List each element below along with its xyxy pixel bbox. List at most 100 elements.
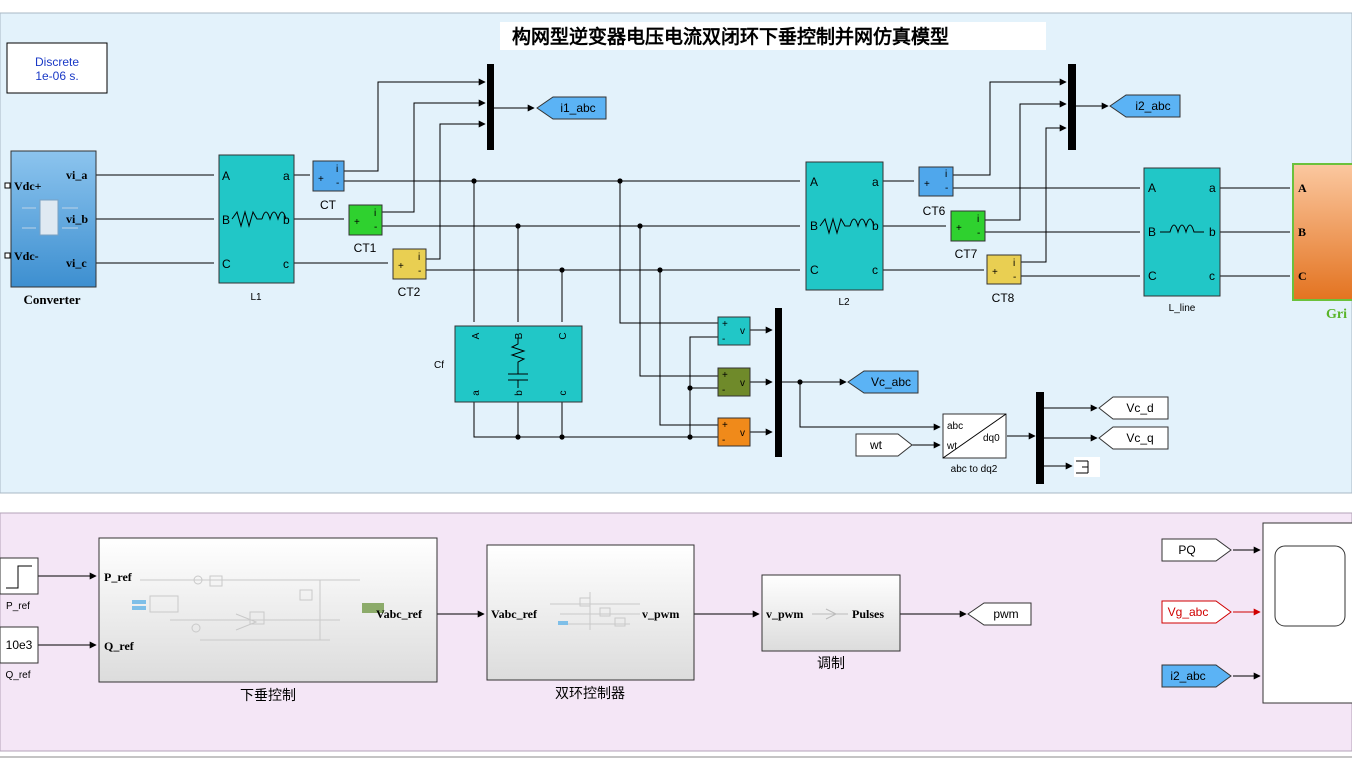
ct-minus: - [336,178,339,189]
l2-block[interactable]: A B C a b c L2 [805,161,884,308]
ct2-plus: + [398,261,404,272]
cf-port-b: b [514,390,525,396]
powergui-block[interactable]: Discrete 1e-06 s. [6,42,108,94]
grid-block[interactable]: A B C Gri [1292,163,1352,322]
dual-loop-name: 双环控制器 [555,686,625,702]
dual-loop-in: Vabc_ref [491,607,538,621]
converter-block[interactable]: Vdc+ Vdc- vi_a vi_b vi_c Converter [4,150,97,307]
vmb-v: v [740,378,745,389]
from-vg-abc-label: Vg_abc [1168,605,1209,619]
l2-port-a: a [872,175,879,189]
from-pq[interactable]: PQ [1161,538,1232,562]
from-i2-abc[interactable]: i2_abc [1161,664,1232,688]
powergui-line1: Discrete [35,55,79,69]
grid-port-B: B [1298,225,1306,239]
abcdq-out: dq0 [983,433,1000,444]
goto-i1-abc[interactable]: i1_abc [536,96,607,120]
ct7-name: CT7 [955,247,978,261]
l2-name: L2 [838,297,850,308]
vmc-minus: - [722,435,725,446]
ct1-sensor[interactable]: + i - CT1 [348,204,383,255]
mux-i1[interactable] [487,64,494,150]
ct2-sensor[interactable]: + i - CT2 [392,248,427,299]
goto-vc-d[interactable]: Vc_d [1098,396,1169,420]
lline-port-a: a [1209,181,1216,195]
l1-port-B: B [222,213,230,227]
ct8-sensor[interactable]: + i - CT8 [986,254,1022,305]
q-ref-constant-block[interactable]: 10e3 Q_ref [0,626,39,681]
l2-port-A: A [810,175,818,189]
lline-port-C: C [1148,269,1157,283]
converter-port-vib: vi_b [66,212,88,226]
goto-pwm[interactable]: pwm [967,602,1032,626]
l1-port-b: b [283,213,290,227]
abcdq-in-abc: abc [947,421,963,432]
goto-i2-abc-label: i2_abc [1135,99,1170,113]
vmb-plus: + [722,370,728,381]
droop-out: Vabc_ref [376,607,423,621]
voltage-meas-b[interactable]: + - v [717,367,751,397]
ct6-sensor[interactable]: + i - CT6 [918,166,954,218]
cf-port-c: c [558,391,569,396]
cf-port-A: A [471,332,482,339]
demux-dq[interactable] [1036,392,1044,484]
ct-plus: + [318,174,324,185]
dual-loop-out: v_pwm [642,607,679,621]
from-pq-label: PQ [1178,543,1195,557]
model-title: 构网型逆变器电压电流双闭环下垂控制并网仿真模型 [512,25,949,48]
ct2-i: i [418,252,420,263]
goto-vc-abc[interactable]: Vc_abc [847,370,919,394]
droop-control-subsystem[interactable]: P_ref Q_ref Vabc_ref 下垂控制 [98,537,438,704]
ct1-i: i [374,208,376,219]
mux-vc[interactable] [775,308,782,457]
l-line-block[interactable]: A B C a b c L_line [1143,167,1221,314]
p-ref-block-name: P_ref [6,601,30,612]
ct-name: CT [320,198,337,212]
ct2-name: CT2 [398,285,421,299]
vma-plus: + [722,319,728,330]
ct-sensor[interactable]: + i - CT [312,160,345,212]
abc-to-dq-block[interactable]: abc wt dq0 abc to dq2 [942,413,1007,475]
ct6-plus: + [924,179,930,190]
ct7-plus: + [956,223,962,234]
goto-vc-q[interactable]: Vc_q [1098,426,1169,450]
grid-port-C: C [1298,269,1307,283]
converter-port-vdcp: Vdc+ [14,179,42,193]
goto-vc-q-label: Vc_q [1126,431,1153,445]
cf-block[interactable]: A B C a b c Cf [434,325,583,403]
droop-name: 下垂控制 [240,688,296,704]
q-ref-value: 10e3 [6,638,33,652]
voltage-meas-c[interactable]: + - v [717,417,751,447]
ct7-sensor[interactable]: + i - CT7 [950,210,986,261]
l1-block[interactable]: A B C a b c L1 [218,154,295,303]
control-wires [38,546,1261,680]
lline-port-B: B [1148,225,1156,239]
modulation-out: Pulses [852,607,884,621]
from-wt[interactable]: wt [855,433,913,457]
l2-port-c: c [872,263,878,277]
signal-wires-top [344,78,1109,470]
from-vg-abc[interactable]: Vg_abc [1161,600,1232,624]
terminator[interactable] [1074,457,1100,477]
modulation-in: v_pwm [766,607,803,621]
mux-i2[interactable] [1068,64,1076,150]
ct7-i: i [977,214,979,225]
ct6-name: CT6 [923,204,946,218]
powergui-line2: 1e-06 s. [35,69,78,83]
dual-loop-controller-subsystem[interactable]: Vabc_ref v_pwm 双环控制器 [486,544,695,702]
goto-i1-abc-label: i1_abc [560,101,595,115]
l1-name: L1 [250,292,262,303]
goto-i2-abc[interactable]: i2_abc [1109,94,1181,118]
q-ref-block-name: Q_ref [5,670,30,681]
scope-block[interactable] [1262,522,1352,704]
modulation-subsystem[interactable]: v_pwm Pulses 调制 [761,574,901,672]
droop-in-p: P_ref [104,570,133,584]
lline-name: L_line [1169,303,1196,314]
cf-name: Cf [434,360,444,371]
power-wires [96,174,1290,438]
ct1-minus: - [374,222,377,233]
l2-port-b: b [872,219,879,233]
converter-port-vic: vi_c [66,256,87,270]
p-ref-step-block[interactable]: P_ref [0,557,39,612]
voltage-meas-a[interactable]: + - v [717,316,751,346]
